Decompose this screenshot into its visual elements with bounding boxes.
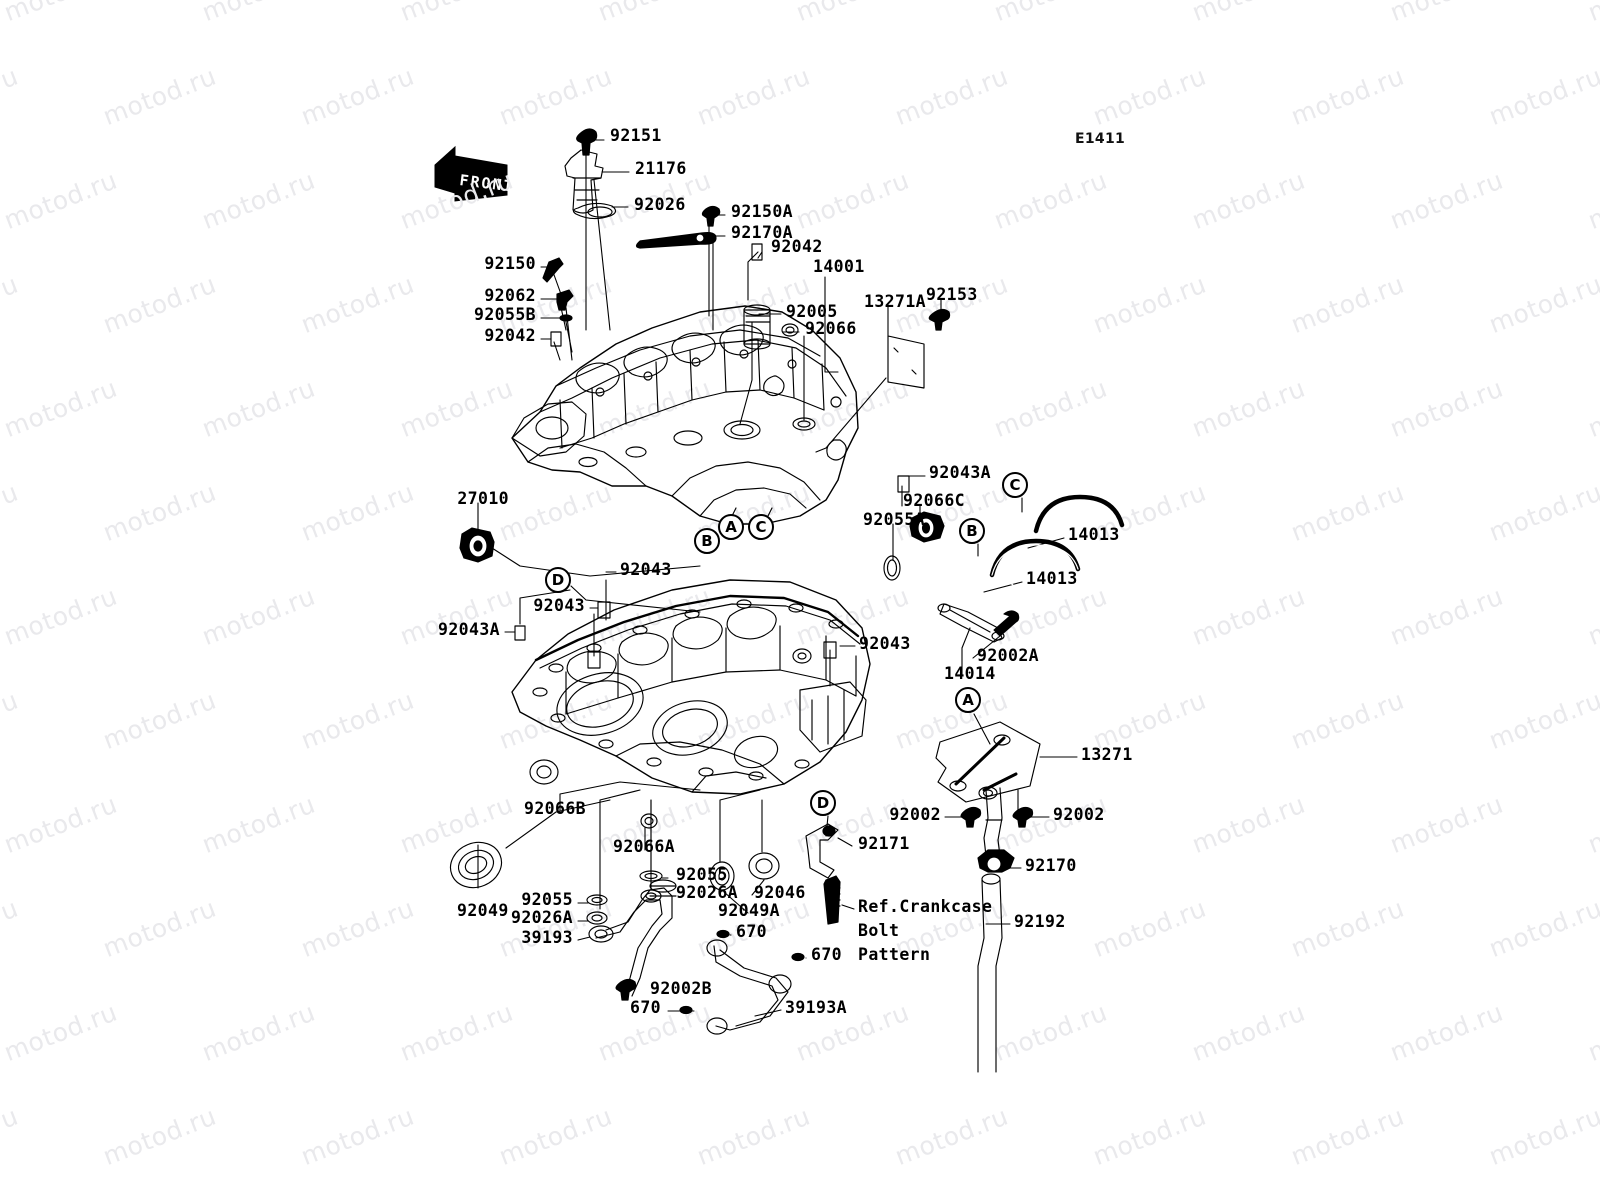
part-callout-92002a: 92002A [977, 646, 1040, 665]
part-callout-92026a: 92026A [676, 883, 739, 902]
part-callout-92043: 92043 [533, 596, 585, 615]
lower-crankcase-body [511, 579, 871, 795]
part-callout-92055b: 92055B [473, 305, 536, 324]
section-balloon-d: D [545, 567, 571, 593]
part-callout-92026: 92026 [634, 195, 686, 214]
part-callout-92062: 92062 [484, 286, 536, 305]
section-balloon-c: C [748, 514, 774, 540]
section-balloon-d: D [810, 790, 836, 816]
part-callout-92043a: 92043A [929, 463, 992, 482]
section-balloon-a: A [718, 514, 744, 540]
part-callout-92153: 92153 [926, 285, 978, 304]
part-callout-92043a: 92043A [437, 620, 500, 639]
crankcase-bolt-pattern-note: Ref.Crankcase Bolt Pattern [858, 897, 993, 964]
part-callout-92002: 92002 [889, 805, 941, 824]
part-callout-39193a: 39193A [785, 998, 848, 1017]
part-callout-13271a: 13271A [864, 292, 927, 311]
section-balloon-b: B [959, 518, 985, 544]
part-callout-27010: 27010 [457, 489, 509, 508]
parts-upper-small [542, 128, 951, 389]
part-callout-92171: 92171 [858, 834, 910, 853]
part-callout-14001: 14001 [813, 257, 865, 276]
section-balloon-c: C [1002, 472, 1028, 498]
part-callout-92005: 92005 [786, 302, 838, 321]
part-callout-92066a: 92066A [613, 837, 676, 856]
part-callout-92002b: 92002B [650, 979, 713, 998]
part-callout-21176: 21176 [635, 159, 687, 178]
part-callout-92046: 92046 [754, 883, 806, 902]
part-callout-92042: 92042 [484, 326, 536, 345]
front-direction-arrow: FRONT [434, 145, 509, 202]
part-callout-92150a: 92150A [731, 202, 794, 221]
section-balloon-b: B [694, 528, 720, 554]
part-callout-92055: 92055 [521, 890, 573, 909]
part-callout-92192: 92192 [1014, 912, 1066, 931]
upper-crankcase-body [511, 305, 859, 525]
diagram-code: E1411 [1075, 131, 1126, 147]
part-callout-92049a: 92049A [718, 901, 781, 920]
part-callout-92066b: 92066B [524, 799, 587, 818]
part-callout-14013: 14013 [1026, 569, 1078, 588]
part-callout-39193: 39193 [521, 928, 573, 947]
section-balloon-a: A [955, 687, 981, 713]
part-callout-92170: 92170 [1025, 856, 1077, 875]
part-callout-92055a: 92055A [863, 510, 926, 529]
part-callout-14014: 14014 [944, 664, 996, 683]
part-callout-92066: 92066 [805, 319, 857, 338]
part-callout-92049: 92049 [457, 901, 509, 920]
part-callout-92066c: 92066C [903, 491, 966, 510]
part-callout-92002: 92002 [1053, 805, 1105, 824]
part-callout-14013: 14013 [1068, 525, 1120, 544]
part-callout-92170a: 92170A [731, 223, 794, 242]
part-callout-92042: 92042 [771, 237, 823, 256]
part-callout-92043: 92043 [859, 634, 911, 653]
part-callout-92150: 92150 [484, 254, 536, 273]
part-callout-92151: 92151 [610, 126, 662, 145]
part-callout-92043: 92043 [620, 560, 672, 579]
parts-lower-small [449, 475, 1125, 1073]
part-callout-670: 670 [811, 945, 843, 964]
part-callout-92055: 92055 [676, 865, 728, 884]
part-callout-670: 670 [736, 922, 768, 941]
part-callout-92026a: 92026A [510, 908, 573, 927]
part-callout-670: 670 [629, 998, 661, 1017]
part-callout-13271: 13271 [1081, 745, 1133, 764]
